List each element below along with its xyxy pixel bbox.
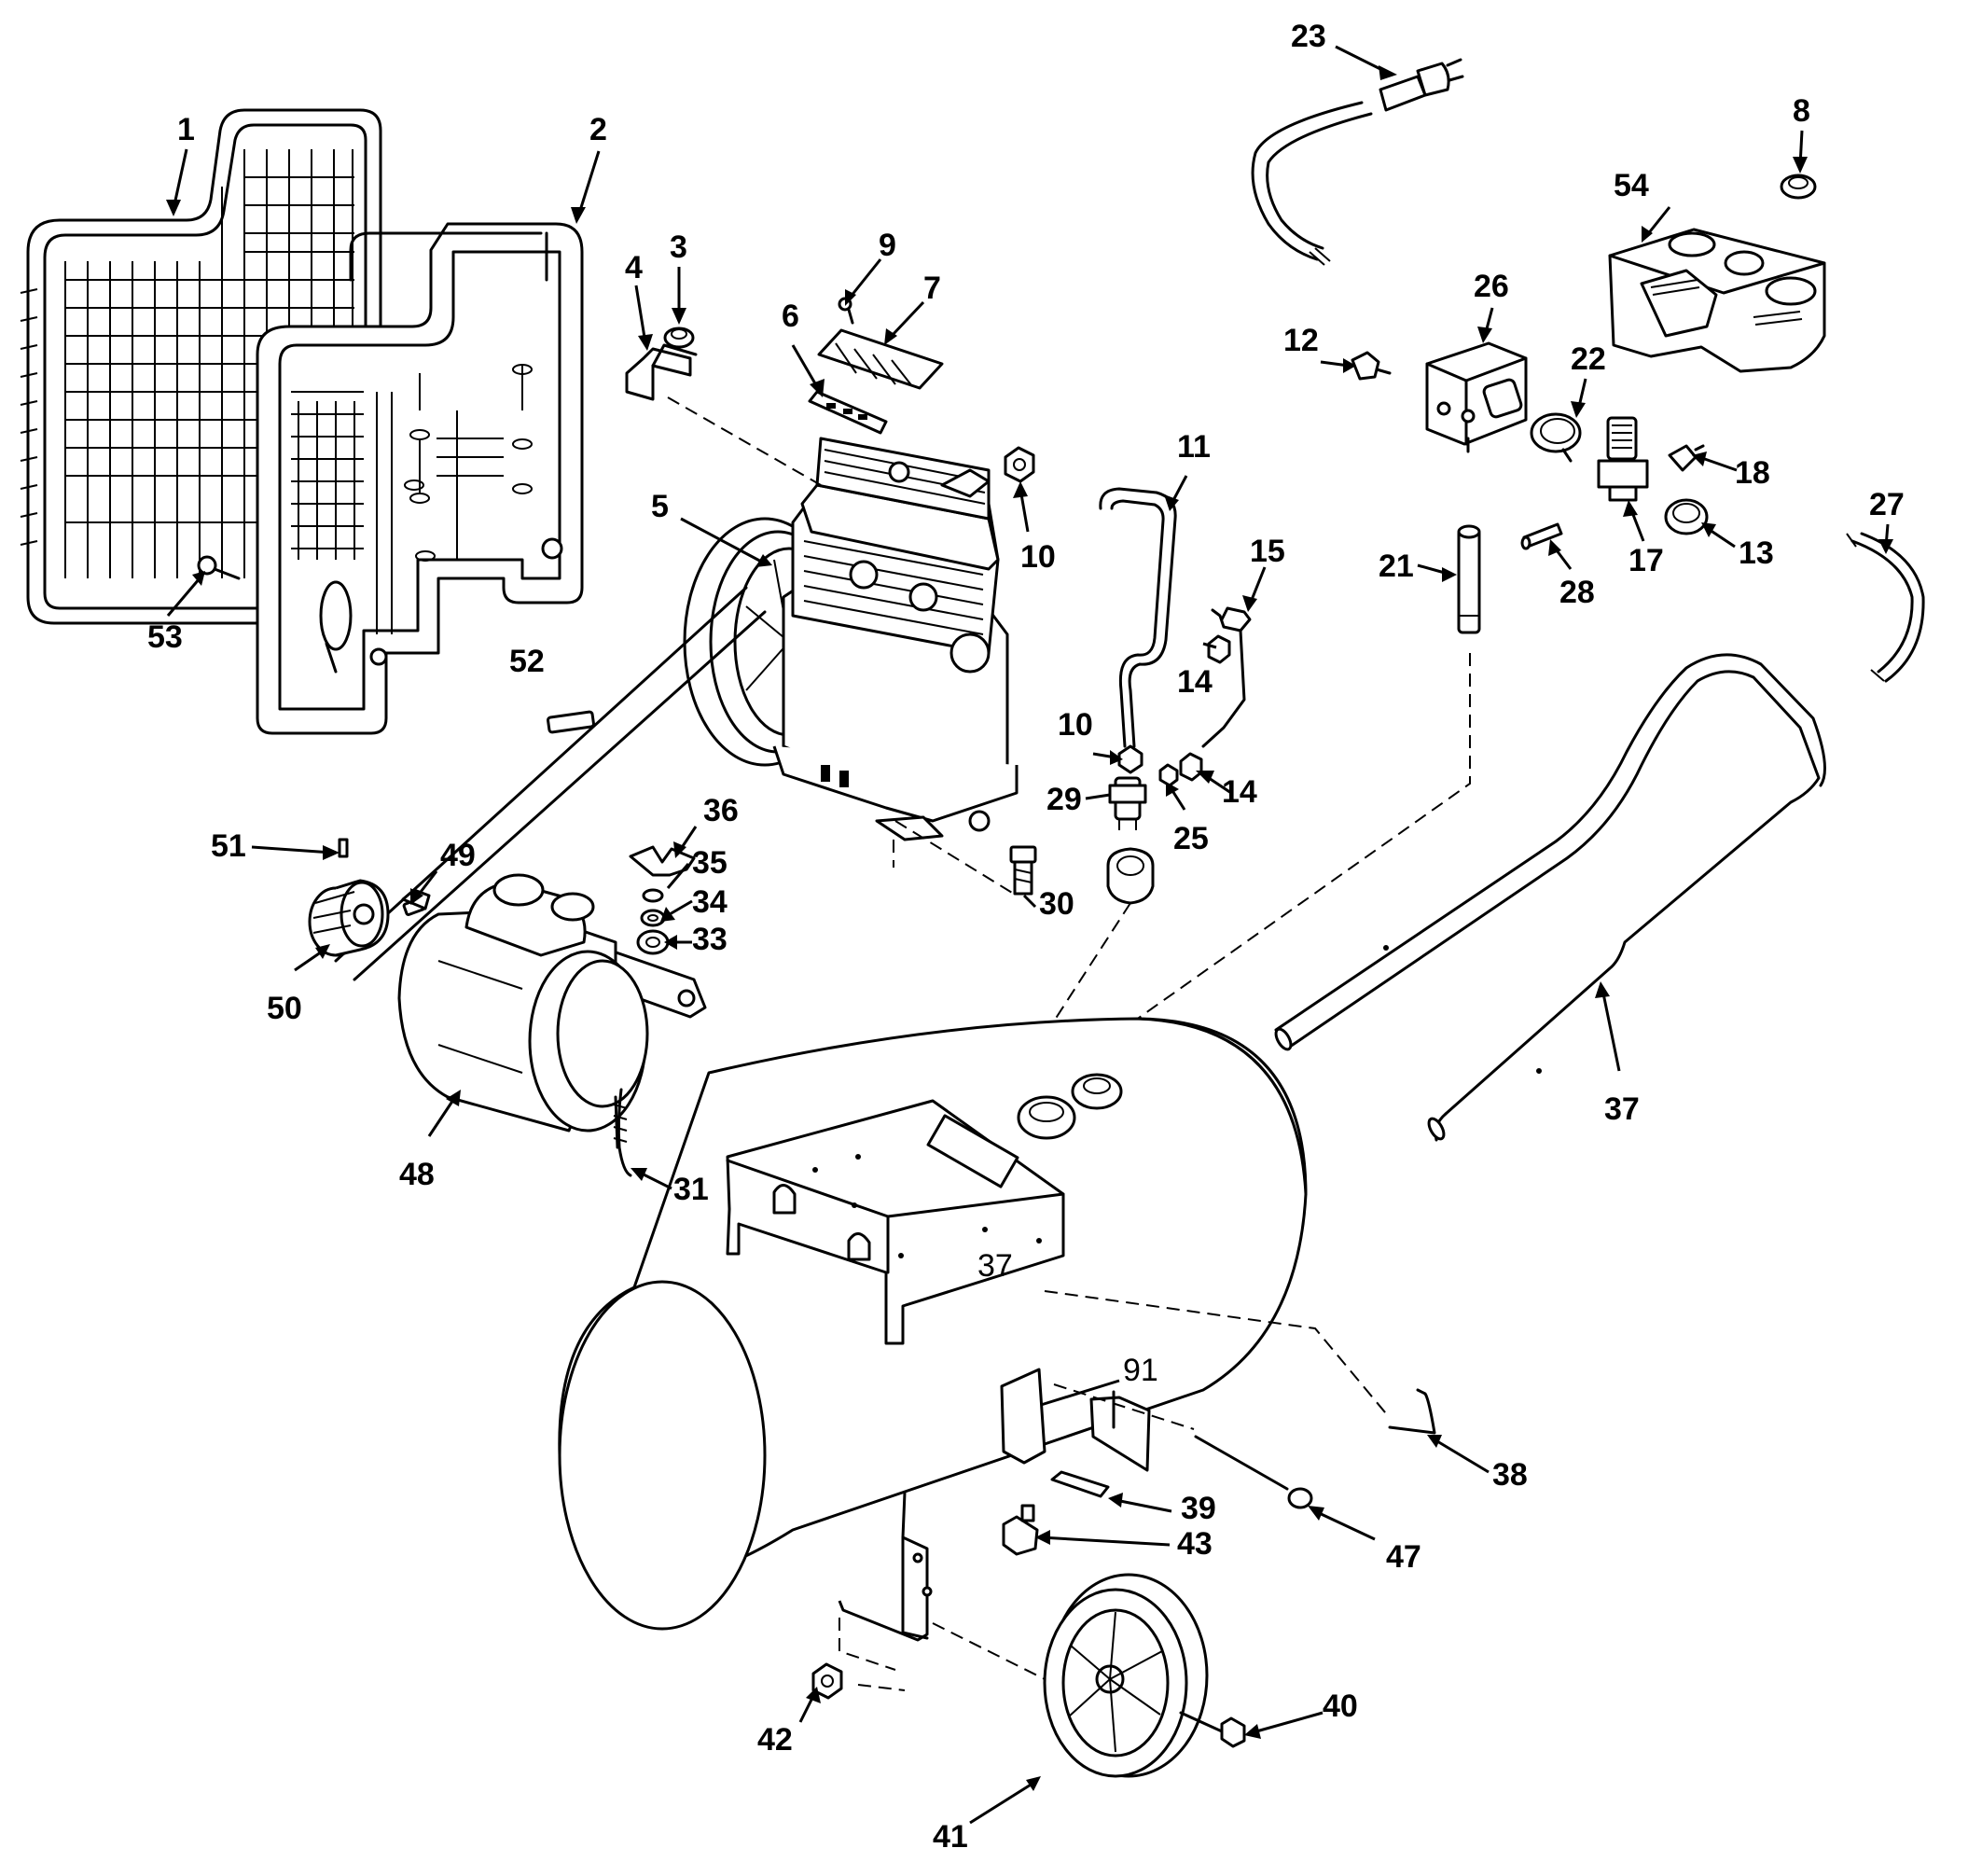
callout-53: 53 xyxy=(147,619,183,655)
leader-lines xyxy=(166,45,1893,1825)
callout-51: 51 xyxy=(211,828,246,864)
svg-text:37: 37 xyxy=(977,1248,1013,1284)
wire-27 xyxy=(1846,532,1925,683)
callout-43: 43 xyxy=(1177,1526,1213,1562)
callout-39: 39 xyxy=(1181,1491,1216,1526)
washer-35 xyxy=(642,888,664,903)
callout-36: 36 xyxy=(703,793,739,828)
inner-belt-guard xyxy=(256,222,584,735)
fitting-below-29 xyxy=(1106,847,1155,905)
callout-33: 33 xyxy=(692,922,728,957)
callout-22: 22 xyxy=(1571,341,1606,377)
nut-14-upper xyxy=(1207,634,1231,664)
callout-10-lower: 10 xyxy=(1058,707,1093,743)
tube-21 xyxy=(1457,524,1481,634)
fitting-12 xyxy=(1351,351,1392,381)
callout-29: 29 xyxy=(1046,782,1082,817)
callout-10-top: 10 xyxy=(1020,539,1056,575)
power-cord-23 xyxy=(1251,58,1464,266)
pressure-switch-26 xyxy=(1425,341,1528,453)
callout-54: 54 xyxy=(1614,168,1649,203)
knob-8 xyxy=(1780,174,1817,200)
outlet-tube-11 xyxy=(1099,487,1177,748)
callout-2: 2 xyxy=(589,112,607,147)
nut-3 xyxy=(663,327,695,349)
callout-91: 91 xyxy=(1123,1353,1158,1388)
callout-11: 11 xyxy=(1177,429,1211,465)
nipple-28 xyxy=(1520,522,1563,550)
callout-7: 7 xyxy=(923,271,941,306)
axle-bolt-40 xyxy=(1179,1711,1246,1748)
sleeve-25 xyxy=(1158,763,1179,787)
callout-49: 49 xyxy=(440,838,476,873)
callout-8: 8 xyxy=(1793,93,1810,129)
callout-15: 15 xyxy=(1250,534,1285,569)
callout-17: 17 xyxy=(1628,543,1664,578)
nut-10-top xyxy=(1004,446,1035,483)
callout-21: 21 xyxy=(1379,549,1414,584)
callout-23: 23 xyxy=(1291,19,1326,54)
callout-26: 26 xyxy=(1474,269,1509,304)
callout-3: 3 xyxy=(670,229,687,265)
bracket-4 xyxy=(625,343,698,401)
check-valve-29 xyxy=(1108,776,1147,830)
callout-30: 30 xyxy=(1039,886,1074,922)
hitch-pin-38 xyxy=(1388,1388,1436,1435)
callout-12: 12 xyxy=(1283,323,1319,358)
drain-valve-43 xyxy=(1002,1504,1039,1556)
callout-6: 6 xyxy=(782,299,799,334)
callout-13: 13 xyxy=(1739,535,1774,571)
handle-37 xyxy=(1274,653,1826,1142)
callout-4: 4 xyxy=(625,250,643,285)
callout-47: 47 xyxy=(1386,1539,1421,1575)
cord-31 xyxy=(613,1088,632,1177)
callout-41: 41 xyxy=(933,1819,968,1855)
gasket-6 xyxy=(808,390,888,435)
callout-48: 48 xyxy=(399,1157,435,1192)
pressure-gauge-22 xyxy=(1530,412,1582,463)
rubber-pad-39 xyxy=(1050,1470,1110,1498)
callout-labels: 1 2 3 4 5 6 7 8 9 10 10 11 12 13 14 14 1… xyxy=(147,19,1905,1855)
callout-1: 1 xyxy=(177,112,195,147)
callout-25: 25 xyxy=(1173,821,1209,856)
callout-34: 34 xyxy=(692,884,728,920)
bolt-47 xyxy=(1194,1435,1313,1509)
callout-14-lower: 14 xyxy=(1222,774,1257,810)
callout-18: 18 xyxy=(1735,455,1770,491)
regulator-17 xyxy=(1597,416,1649,502)
callout-42: 42 xyxy=(757,1722,793,1758)
callout-31: 31 xyxy=(673,1172,709,1207)
unloader-tube-15 xyxy=(1201,606,1252,748)
callout-50: 50 xyxy=(267,991,302,1026)
callout-28: 28 xyxy=(1559,575,1595,610)
motor-pulley-50 xyxy=(308,879,390,957)
wing-nut-36 xyxy=(629,845,696,877)
callout-9: 9 xyxy=(879,228,896,263)
wheel-41 xyxy=(1043,1573,1209,1778)
motor-48 xyxy=(397,873,707,1149)
callout-40: 40 xyxy=(1323,1688,1358,1724)
washer-34 xyxy=(640,909,666,927)
grommet-33 xyxy=(636,929,670,955)
callout-52: 52 xyxy=(509,644,545,679)
callout-14-upper: 14 xyxy=(1177,664,1213,700)
control-panel-54 xyxy=(1608,228,1826,373)
gauge-13 xyxy=(1664,498,1709,535)
tank: 37 xyxy=(558,1017,1308,1642)
bolt-30 xyxy=(1009,845,1037,896)
screw-53 xyxy=(197,555,241,580)
nut-10-lower xyxy=(1117,744,1143,774)
set-screw-51 xyxy=(338,838,349,858)
nut-14-lower xyxy=(1179,752,1203,782)
callout-27: 27 xyxy=(1869,487,1905,522)
compressor-pump-5 xyxy=(683,437,1019,841)
valve-plate-7 xyxy=(817,328,944,390)
callout-38: 38 xyxy=(1492,1457,1528,1493)
callout-35: 35 xyxy=(692,845,728,881)
callout-37: 37 xyxy=(1604,1091,1640,1127)
callout-5: 5 xyxy=(651,489,669,524)
